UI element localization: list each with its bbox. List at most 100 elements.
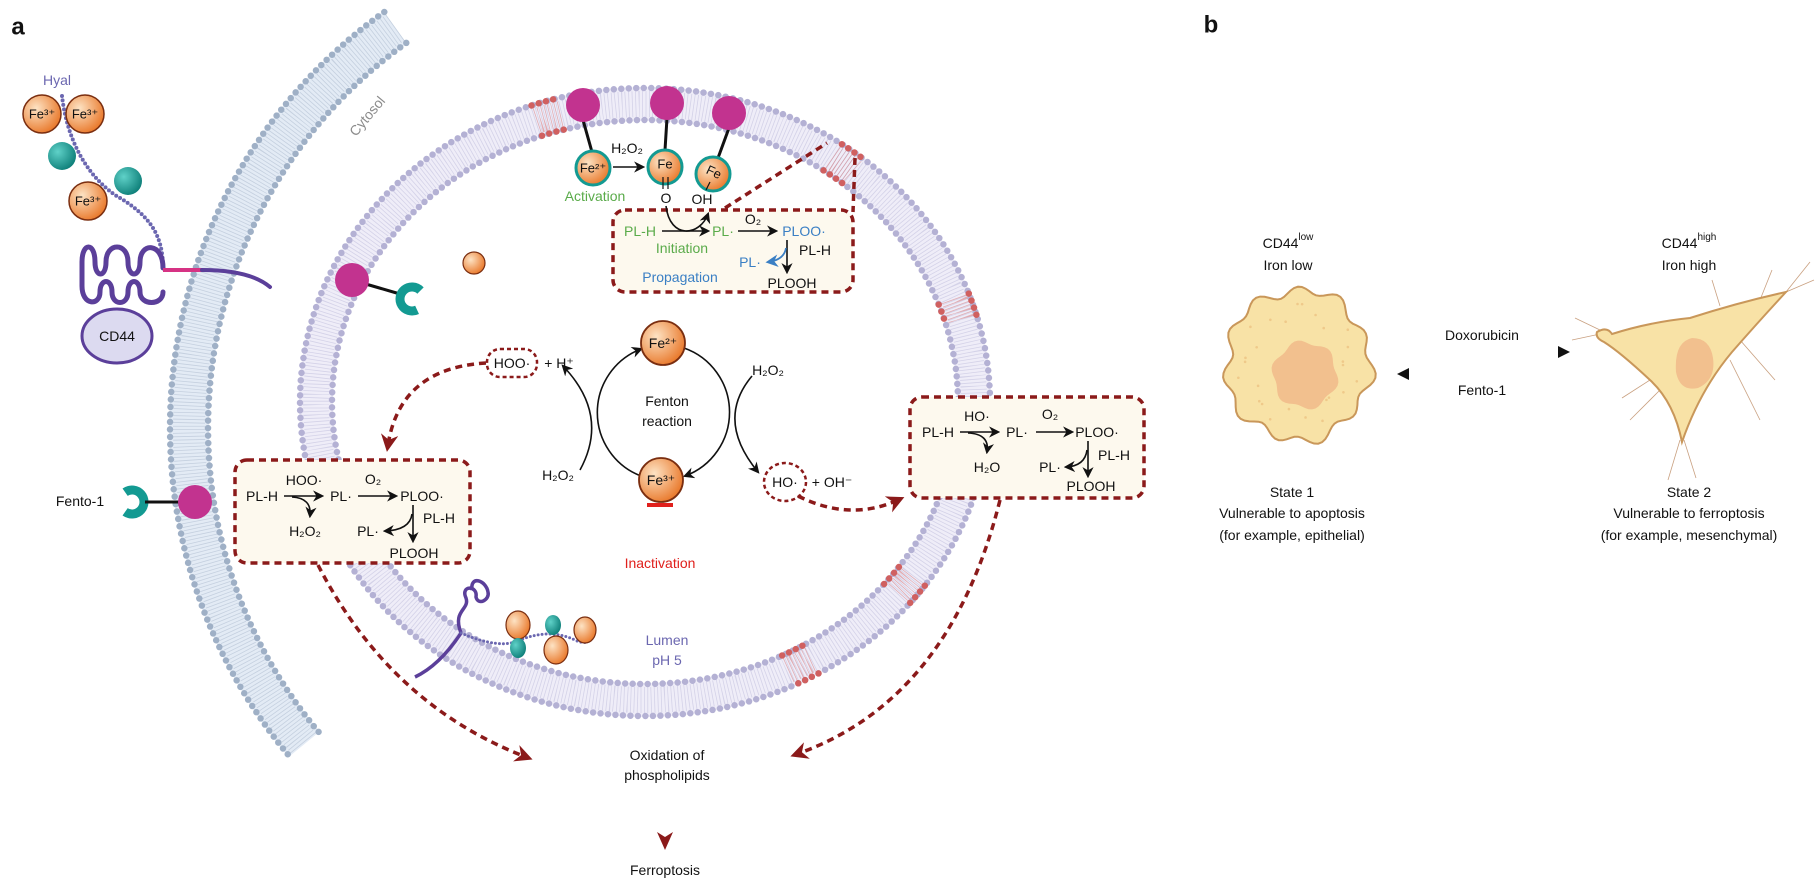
lysosome-membrane-lipid-tails bbox=[303, 91, 987, 713]
state2-marker-sup: high bbox=[1697, 232, 1716, 243]
granule bbox=[1296, 302, 1299, 306]
curved-arrow bbox=[1063, 449, 1088, 473]
filopodium bbox=[1574, 317, 1601, 331]
oxidized-lipid-patch-lipid-tails bbox=[887, 568, 923, 604]
cd44-protein-icon bbox=[456, 579, 490, 634]
fe3-label: Fe³⁺ bbox=[72, 107, 98, 122]
plh-label: PL-H bbox=[922, 424, 954, 440]
plasma-membrane bbox=[166, 8, 410, 760]
granule bbox=[1260, 402, 1264, 406]
nucleus-icon bbox=[1675, 338, 1714, 389]
granule bbox=[1257, 399, 1261, 403]
membrane-anchor-icon bbox=[178, 485, 212, 519]
left-box-to-oxidation-arrow bbox=[316, 564, 533, 762]
plus-h-label: + H⁺ bbox=[544, 355, 574, 371]
oxidized-lipid-patch-lipid-tails bbox=[941, 294, 974, 326]
hyal-label: Hyal bbox=[43, 72, 71, 88]
reverse-arrowhead-icon bbox=[1397, 368, 1409, 380]
membrane-anchor-icon bbox=[650, 86, 684, 120]
oxidized-lipid-patch-lipid-heads bbox=[838, 140, 867, 162]
fento1-label: Fento-1 bbox=[56, 493, 104, 509]
hoo-to-left-box-arrow bbox=[380, 361, 487, 452]
fenton-title-line1: Fenton bbox=[645, 393, 689, 409]
filopodium bbox=[1739, 339, 1776, 381]
iron-ball-icon bbox=[646, 148, 684, 186]
lysosome-membrane-band bbox=[299, 87, 991, 717]
hoo-dashed-highlight bbox=[485, 347, 539, 379]
ferroptosis-arrowhead-icon bbox=[657, 832, 673, 850]
curved-arrow bbox=[765, 247, 787, 267]
panel-b: CD44low Iron low Doxorubicin Fento-1 CD4… bbox=[1219, 232, 1815, 543]
filopodium bbox=[1729, 359, 1761, 421]
panel-label-b: b bbox=[1204, 12, 1219, 39]
hoo-label: HOO· bbox=[286, 472, 323, 488]
granule bbox=[1256, 384, 1260, 388]
filopodium bbox=[1571, 333, 1601, 341]
callout-line bbox=[851, 157, 857, 213]
o2-label: O₂ bbox=[745, 211, 761, 227]
curved-arrow bbox=[967, 432, 994, 455]
granule bbox=[1327, 396, 1331, 399]
cd44-badge bbox=[80, 307, 154, 365]
granule bbox=[1341, 360, 1345, 363]
teal-bead-icon bbox=[114, 167, 142, 195]
granule bbox=[1244, 356, 1247, 360]
cd44-label: CD44 bbox=[99, 328, 135, 344]
pl-radical2-label: PL· bbox=[1039, 459, 1061, 475]
state1-example: (for example, epithelial) bbox=[1219, 527, 1365, 543]
fenton-fe2-label: Fe²⁺ bbox=[649, 335, 677, 351]
initiation-label: Initiation bbox=[656, 240, 708, 256]
state2-marker: CD44high bbox=[1662, 232, 1717, 252]
granule bbox=[1243, 360, 1247, 364]
iron-ball-icon bbox=[505, 610, 531, 640]
fenton-fe3-label: Fe³⁺ bbox=[647, 472, 675, 488]
ploo-label: PLOO· bbox=[782, 223, 826, 239]
ploo-label: PLOO· bbox=[400, 488, 444, 504]
fento1-icon bbox=[122, 485, 149, 519]
cd44-protein-icon bbox=[79, 244, 166, 305]
cd44-tail bbox=[414, 632, 463, 679]
iron-ball-icon bbox=[543, 635, 569, 665]
state2-iron: Iron high bbox=[1662, 257, 1716, 273]
fento1-plasma-membrane: Fento-1 bbox=[56, 485, 212, 519]
free-iron-icon bbox=[462, 251, 486, 275]
granule bbox=[1346, 328, 1350, 332]
fe3-label: Fe³⁺ bbox=[75, 194, 101, 209]
ho-label: HO· bbox=[964, 408, 990, 424]
cd44-tail bbox=[200, 268, 272, 289]
o2-label: O₂ bbox=[365, 471, 381, 487]
state2-marker-text: CD44 bbox=[1662, 235, 1698, 251]
plooh-label: PLOOH bbox=[1066, 478, 1115, 494]
h2o2-out-arrow bbox=[734, 375, 760, 474]
cd44-hyaluronate-complex: Hyal Fe³⁺ Fe³⁺ Fe³⁺ CD44 bbox=[22, 72, 272, 365]
teal-bead-icon bbox=[545, 615, 561, 635]
fenton-cycle: Fe²⁺ Fe³⁺ Fenton reaction H₂O₂ H₂O₂ HOO·… bbox=[485, 320, 852, 571]
filopodia bbox=[1571, 261, 1815, 481]
filopodium bbox=[1711, 279, 1721, 307]
granule bbox=[1321, 419, 1324, 423]
pl-radical-label: PL· bbox=[330, 488, 352, 504]
state1-marker: CD44low bbox=[1263, 232, 1315, 252]
state2-label: State 2 bbox=[1667, 484, 1712, 500]
state2-vulnerability: Vulnerable to ferroptosis bbox=[1613, 505, 1764, 521]
oxidation-label-line1: Oxidation of bbox=[630, 747, 705, 763]
linker-line bbox=[663, 117, 669, 151]
lysosome-membrane bbox=[296, 84, 994, 720]
granule bbox=[1355, 379, 1359, 383]
ferroptosis-label: Ferroptosis bbox=[630, 862, 700, 878]
oxidized-lipid-patch-lipid-heads bbox=[965, 290, 981, 320]
fe-hydroxo-label: Fe bbox=[704, 162, 724, 182]
iron-ball-icon bbox=[574, 149, 612, 187]
granule bbox=[1341, 363, 1345, 367]
nucleus-icon bbox=[1271, 340, 1339, 410]
plasma-membrane-lipid-heads bbox=[204, 39, 410, 736]
granule bbox=[1269, 318, 1272, 322]
iron-ball-icon bbox=[640, 320, 686, 366]
pl-radical2-label: PL· bbox=[357, 523, 379, 539]
granule bbox=[1284, 320, 1287, 324]
h2o2-label: H₂O₂ bbox=[289, 523, 321, 539]
granule bbox=[1300, 302, 1304, 306]
plh2-label: PL-H bbox=[799, 242, 831, 258]
granule bbox=[1304, 416, 1307, 419]
